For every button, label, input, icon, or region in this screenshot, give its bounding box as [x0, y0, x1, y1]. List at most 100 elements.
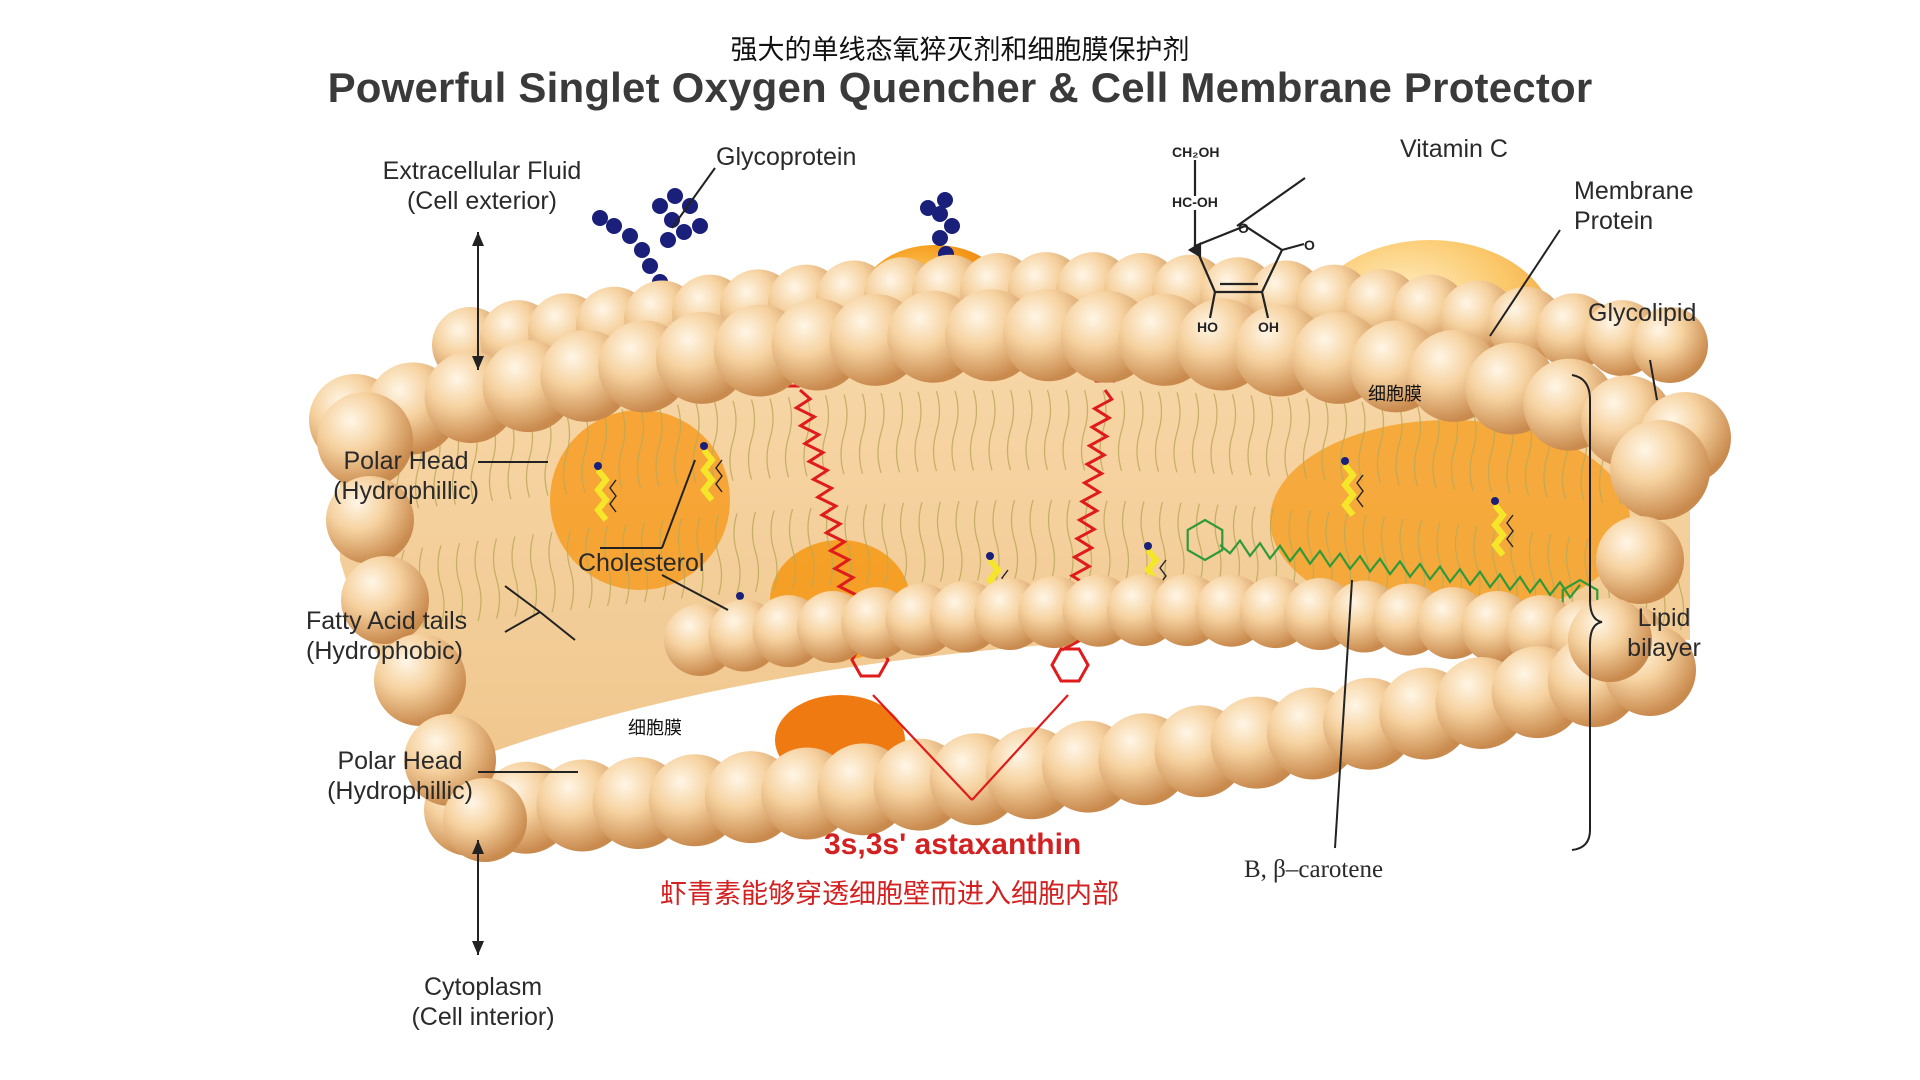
fatty-acid-tail — [877, 392, 885, 474]
label-membrane-cn-top: 细胞膜 — [1368, 384, 1422, 405]
label-cholesterol: Cholesterol — [578, 549, 705, 577]
fatty-acid-tail — [618, 409, 626, 490]
fatty-acid-tail — [1265, 396, 1274, 477]
cholesterol-tail — [715, 459, 723, 493]
fatty-acid-tail — [1191, 392, 1200, 474]
fatty-acid-tail — [492, 538, 501, 619]
phospholipid-head — [341, 556, 429, 644]
glyco-bead — [937, 192, 953, 208]
carotene-ring — [1186, 518, 1224, 562]
fatty-acid-tail — [1395, 404, 1403, 485]
fatty-acid-tail — [729, 400, 737, 481]
vitamin-c-structure — [1187, 160, 1306, 319]
fatty-acid-tail — [1136, 391, 1144, 472]
fatty-acid-tail — [1195, 503, 1204, 584]
fatty-acid-tail — [1343, 513, 1352, 594]
cholesterol-head — [1491, 497, 1499, 505]
glyco-bead — [932, 206, 948, 222]
fatty-acid-tail — [1080, 390, 1089, 471]
cholesterol-head — [986, 552, 994, 560]
phospholipid-heads — [309, 252, 1731, 862]
fatty-acid-tail — [529, 534, 538, 615]
glyco-bead — [634, 242, 650, 258]
glyco-bead — [692, 218, 708, 234]
cholesterol-body — [1341, 463, 1357, 517]
glyco-bead — [592, 210, 608, 226]
fatty-acid-tail — [770, 510, 778, 591]
label-cytoplasm: Cytoplasm (Cell interior) — [411, 973, 555, 1031]
carotene-chain — [1219, 538, 1581, 600]
chem-oh: OH — [1258, 319, 1279, 335]
fatty-acid-tail — [1247, 395, 1255, 476]
fatty-acid-tail — [714, 514, 723, 596]
fatty-acid-tail — [507, 419, 515, 500]
leader-lines — [472, 167, 1658, 955]
fatty-acid-tail — [784, 397, 793, 478]
cholesterol-head — [736, 592, 744, 600]
fatty-acid-tail — [1158, 501, 1167, 583]
fatty-acid-tail — [1010, 499, 1019, 581]
fatty-acid-tail — [640, 521, 649, 603]
glyco-bead — [920, 200, 936, 216]
fatty-acid-tail — [1084, 500, 1093, 581]
cholesterol-tail — [1356, 474, 1364, 508]
fatty-acid-tail — [455, 543, 464, 624]
fatty-acid-tail — [821, 395, 830, 476]
fatty-acid-tail — [1339, 400, 1348, 481]
fatty-acid-tail — [788, 508, 797, 590]
glyco-bead — [932, 230, 948, 246]
astaxanthin-pointer — [872, 694, 1069, 801]
fatty-acid-tail — [655, 406, 663, 487]
glyco-bead — [944, 218, 960, 234]
fatty-acid-tail — [1321, 399, 1329, 480]
fatty-acid-tail — [918, 501, 926, 583]
fatty-acid-tail — [803, 396, 811, 477]
fatty-acid-tail — [751, 511, 760, 593]
chem-ch2oh: CH₂OH — [1172, 144, 1219, 160]
fatty-acid-tail — [1432, 407, 1440, 488]
fatty-acid-tail — [969, 390, 978, 471]
label-beta-carotene: B, β–carotene — [1244, 856, 1384, 883]
fatty-acid-tail — [1214, 504, 1222, 585]
fatty-acid-tail — [1062, 389, 1070, 471]
fatty-acid-tail — [858, 393, 867, 474]
phospholipid-head — [1596, 516, 1684, 604]
fatty-acid-tail — [899, 502, 908, 584]
fatty-acid-tail — [1177, 502, 1185, 584]
cholesterol-head — [1341, 457, 1349, 465]
fatty-acid-tail — [692, 403, 700, 484]
chem-ho: HO — [1197, 319, 1218, 335]
fatty-acid-tail — [951, 390, 959, 472]
phospholipid-head — [374, 634, 466, 726]
astaxanthin-ring — [1050, 647, 1090, 683]
label-vitamin-c: Vitamin C — [1400, 135, 1508, 163]
fatty-acid-tail — [1029, 499, 1037, 581]
fatty-acid-tail — [659, 520, 667, 601]
glyco-bead — [622, 228, 638, 244]
glyco-bead — [642, 258, 658, 274]
fatty-acid-tail — [1173, 392, 1181, 473]
title-chinese: 强大的单线态氧猝灭剂和细胞膜保护剂 — [730, 35, 1190, 66]
cholesterol-body — [1491, 503, 1507, 557]
label-glycolipid: Glycolipid — [1588, 299, 1697, 327]
fatty-acid-tail — [544, 415, 552, 496]
fatty-acid-tail — [1154, 391, 1163, 472]
fatty-acid-tail — [766, 398, 774, 479]
cholesterol-body — [594, 468, 610, 522]
fatty-acid-tail — [840, 394, 848, 475]
label-fatty-acid-tails: Fatty Acid tails (Hydrophobic) — [306, 607, 468, 665]
fatty-acid-tail — [1043, 389, 1052, 471]
fatty-acid-tail — [932, 391, 941, 472]
core-glow-left — [550, 410, 730, 590]
fatty-acid-tail — [1047, 499, 1056, 581]
fatty-acid-tail — [1302, 398, 1311, 479]
fatty-acid-tail — [710, 401, 719, 483]
fatty-acid-tail — [585, 527, 593, 609]
glyco-bead — [652, 198, 668, 214]
fatty-acid-tail — [636, 407, 645, 488]
fatty-acid-tail — [437, 545, 445, 626]
fatty-acid-tail — [1469, 410, 1477, 491]
fatty-acid-tail — [881, 503, 889, 584]
